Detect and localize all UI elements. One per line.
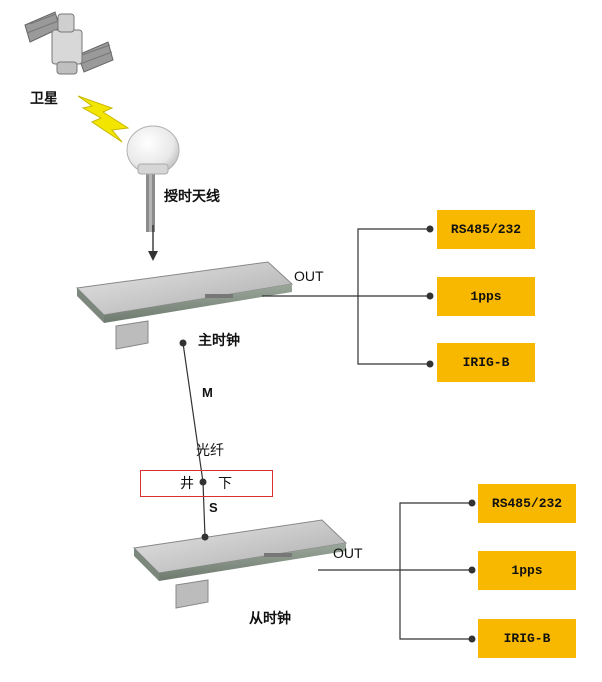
slave-out-dot-3 (468, 635, 476, 643)
underground-marker-box (140, 470, 273, 497)
slave-out-dot-2 (468, 566, 476, 574)
master-clock-device (75, 261, 294, 350)
slave-clock-device (132, 519, 348, 609)
master-out-dot-3 (426, 360, 434, 368)
slave-output-lines (318, 502, 472, 640)
fiber-label: 光纤 (196, 443, 224, 459)
satellite-icon (24, 11, 114, 75)
fiber-end-slave (201, 533, 209, 541)
master-output-irigb: IRIG-B (437, 343, 535, 382)
satellite-label: 卫星 (30, 91, 58, 107)
master-out-dot-1 (426, 225, 434, 233)
fiber-end-master (179, 339, 187, 347)
underground-label-right: 下 (218, 476, 232, 492)
master-out-dot-2 (426, 292, 434, 300)
master-output-rs485: RS485/232 (437, 210, 535, 249)
underground-label-left: 井 (180, 476, 194, 492)
antenna-arrowhead (148, 251, 158, 261)
master-out-label: OUT (294, 268, 324, 284)
lightning-icon (77, 95, 130, 143)
slave-output-rs485: RS485/232 (478, 484, 576, 523)
slave-clock-label: 从时钟 (249, 611, 291, 627)
antenna-label: 授时天线 (164, 189, 220, 205)
slave-out-label: OUT (333, 545, 363, 561)
slave-port-label: S (209, 500, 218, 515)
master-port-label: M (202, 385, 213, 400)
slave-output-irigb: IRIG-B (478, 619, 576, 658)
slave-output-1pps: 1pps (478, 551, 576, 590)
master-output-lines (262, 228, 430, 365)
master-clock-label: 主时钟 (198, 333, 240, 349)
antenna-icon (126, 125, 180, 232)
master-output-1pps: 1pps (437, 277, 535, 316)
slave-out-dot-1 (468, 499, 476, 507)
fiber-junction (199, 478, 207, 486)
